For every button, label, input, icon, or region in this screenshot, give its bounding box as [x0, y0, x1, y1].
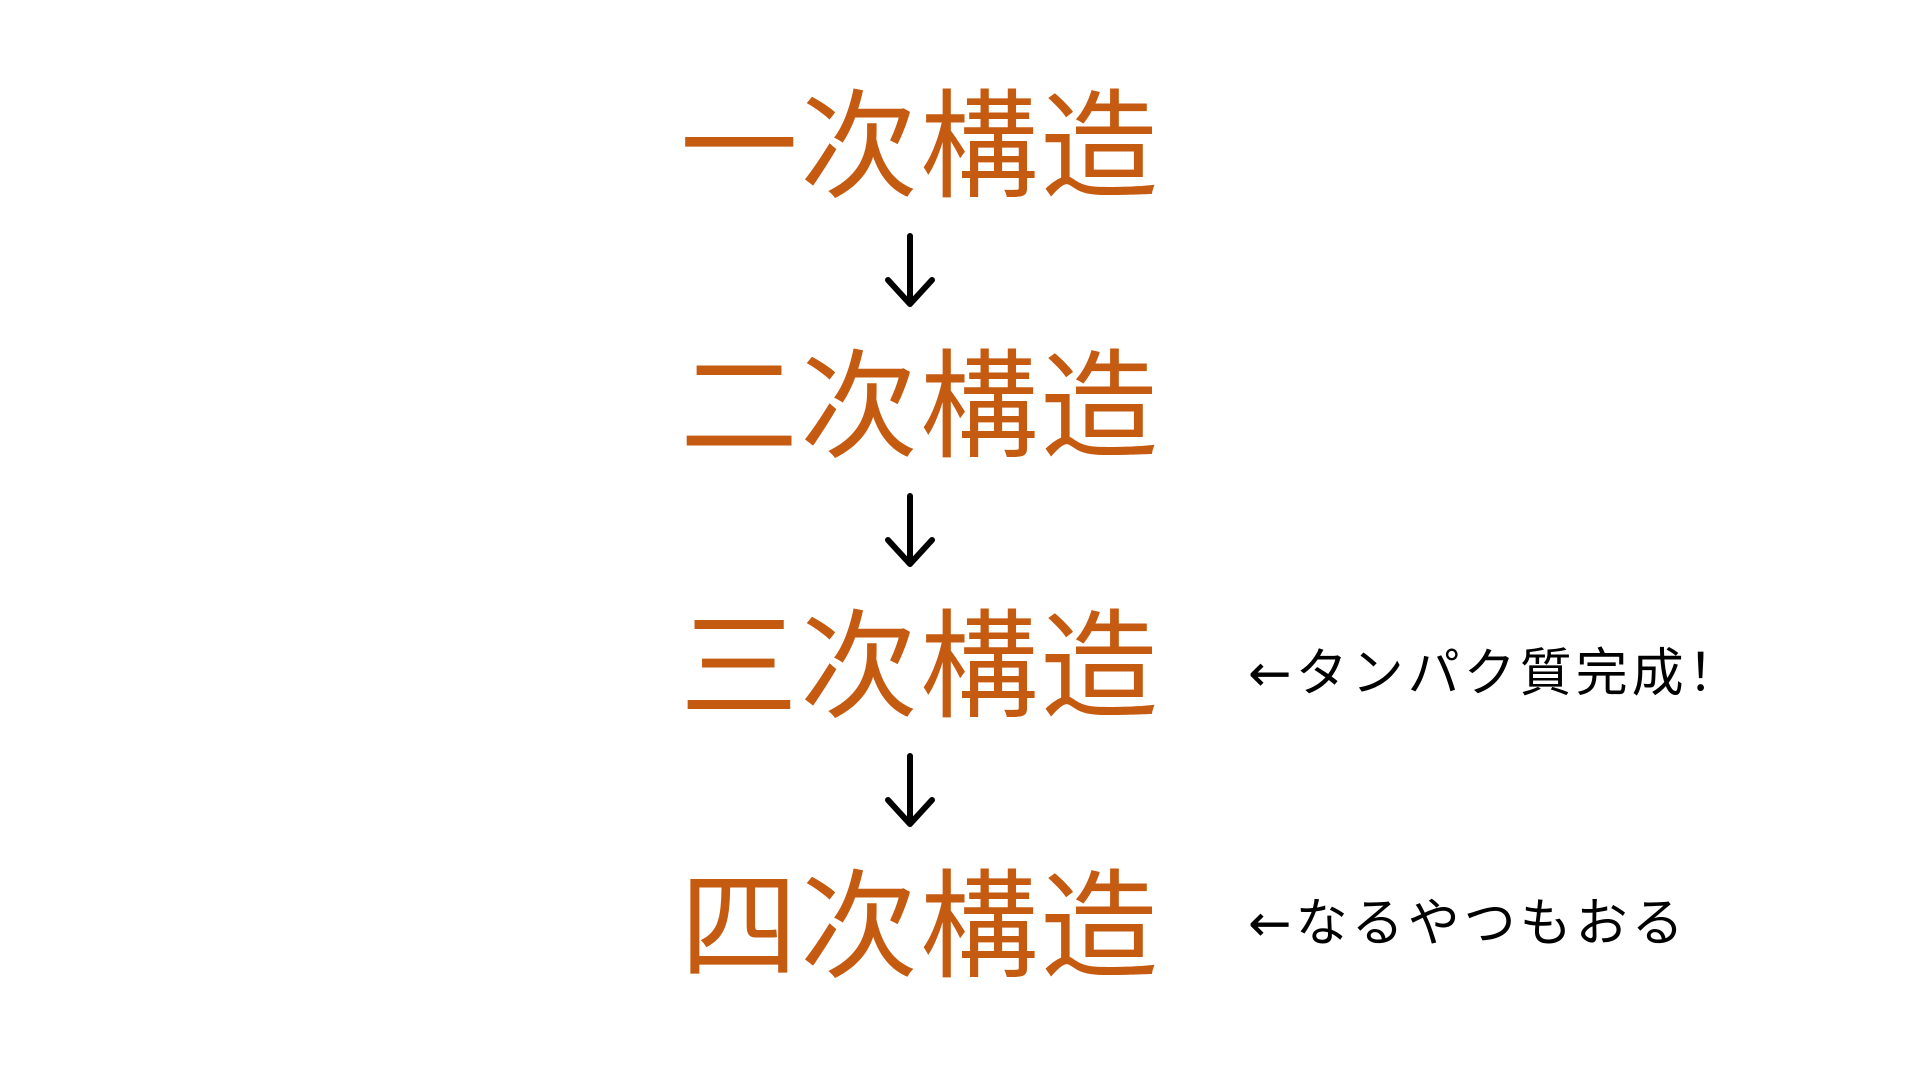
down-arrow-icon	[885, 233, 935, 307]
down-arrow-icon	[885, 753, 935, 827]
stage-primary-structure: 一次構造	[679, 78, 1160, 216]
down-arrow-icon	[885, 493, 935, 567]
stage-tertiary-structure: 三次構造	[679, 598, 1160, 736]
stage-quaternary-structure: 四次構造	[679, 858, 1160, 996]
note-protein-complete: ←タンパク質完成！	[1248, 644, 1744, 704]
stage-secondary-structure: 二次構造	[679, 338, 1160, 476]
note-some-become-quaternary: ←なるやつもおる	[1248, 894, 1688, 954]
